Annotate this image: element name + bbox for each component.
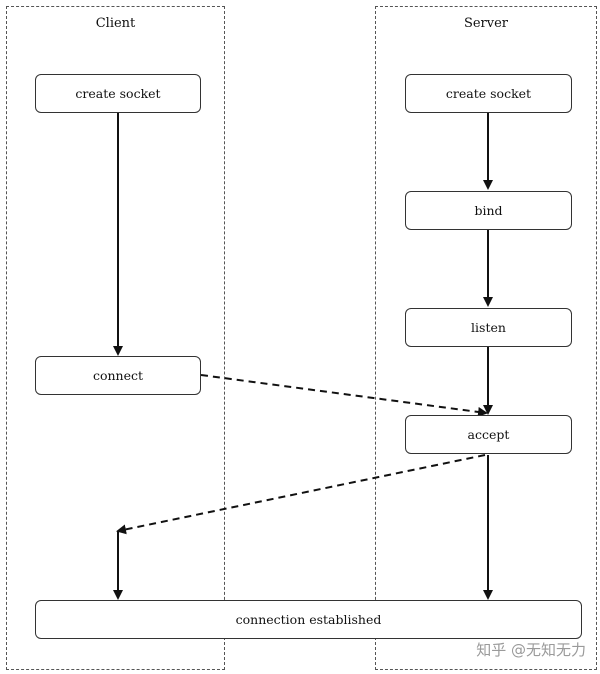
server-lane-title: Server <box>463 16 509 31</box>
client-connect-node: connect <box>35 356 201 395</box>
connection-established-node: connection established <box>35 600 582 639</box>
server-accept-node: accept <box>405 415 572 454</box>
arrow-accept-to-client <box>116 454 486 535</box>
client-lane-title: Client <box>95 16 136 31</box>
server-listen-node: listen <box>405 308 572 347</box>
arrow-connect-to-accept <box>200 374 488 417</box>
client-lane: Client <box>6 6 225 670</box>
watermark: 知乎 @无知无力 <box>476 641 586 659</box>
client-create-socket-node: create socket <box>35 74 201 113</box>
server-bind-node: bind <box>405 191 572 230</box>
server-lane: Server <box>375 6 597 670</box>
server-create-socket-node: create socket <box>405 74 572 113</box>
